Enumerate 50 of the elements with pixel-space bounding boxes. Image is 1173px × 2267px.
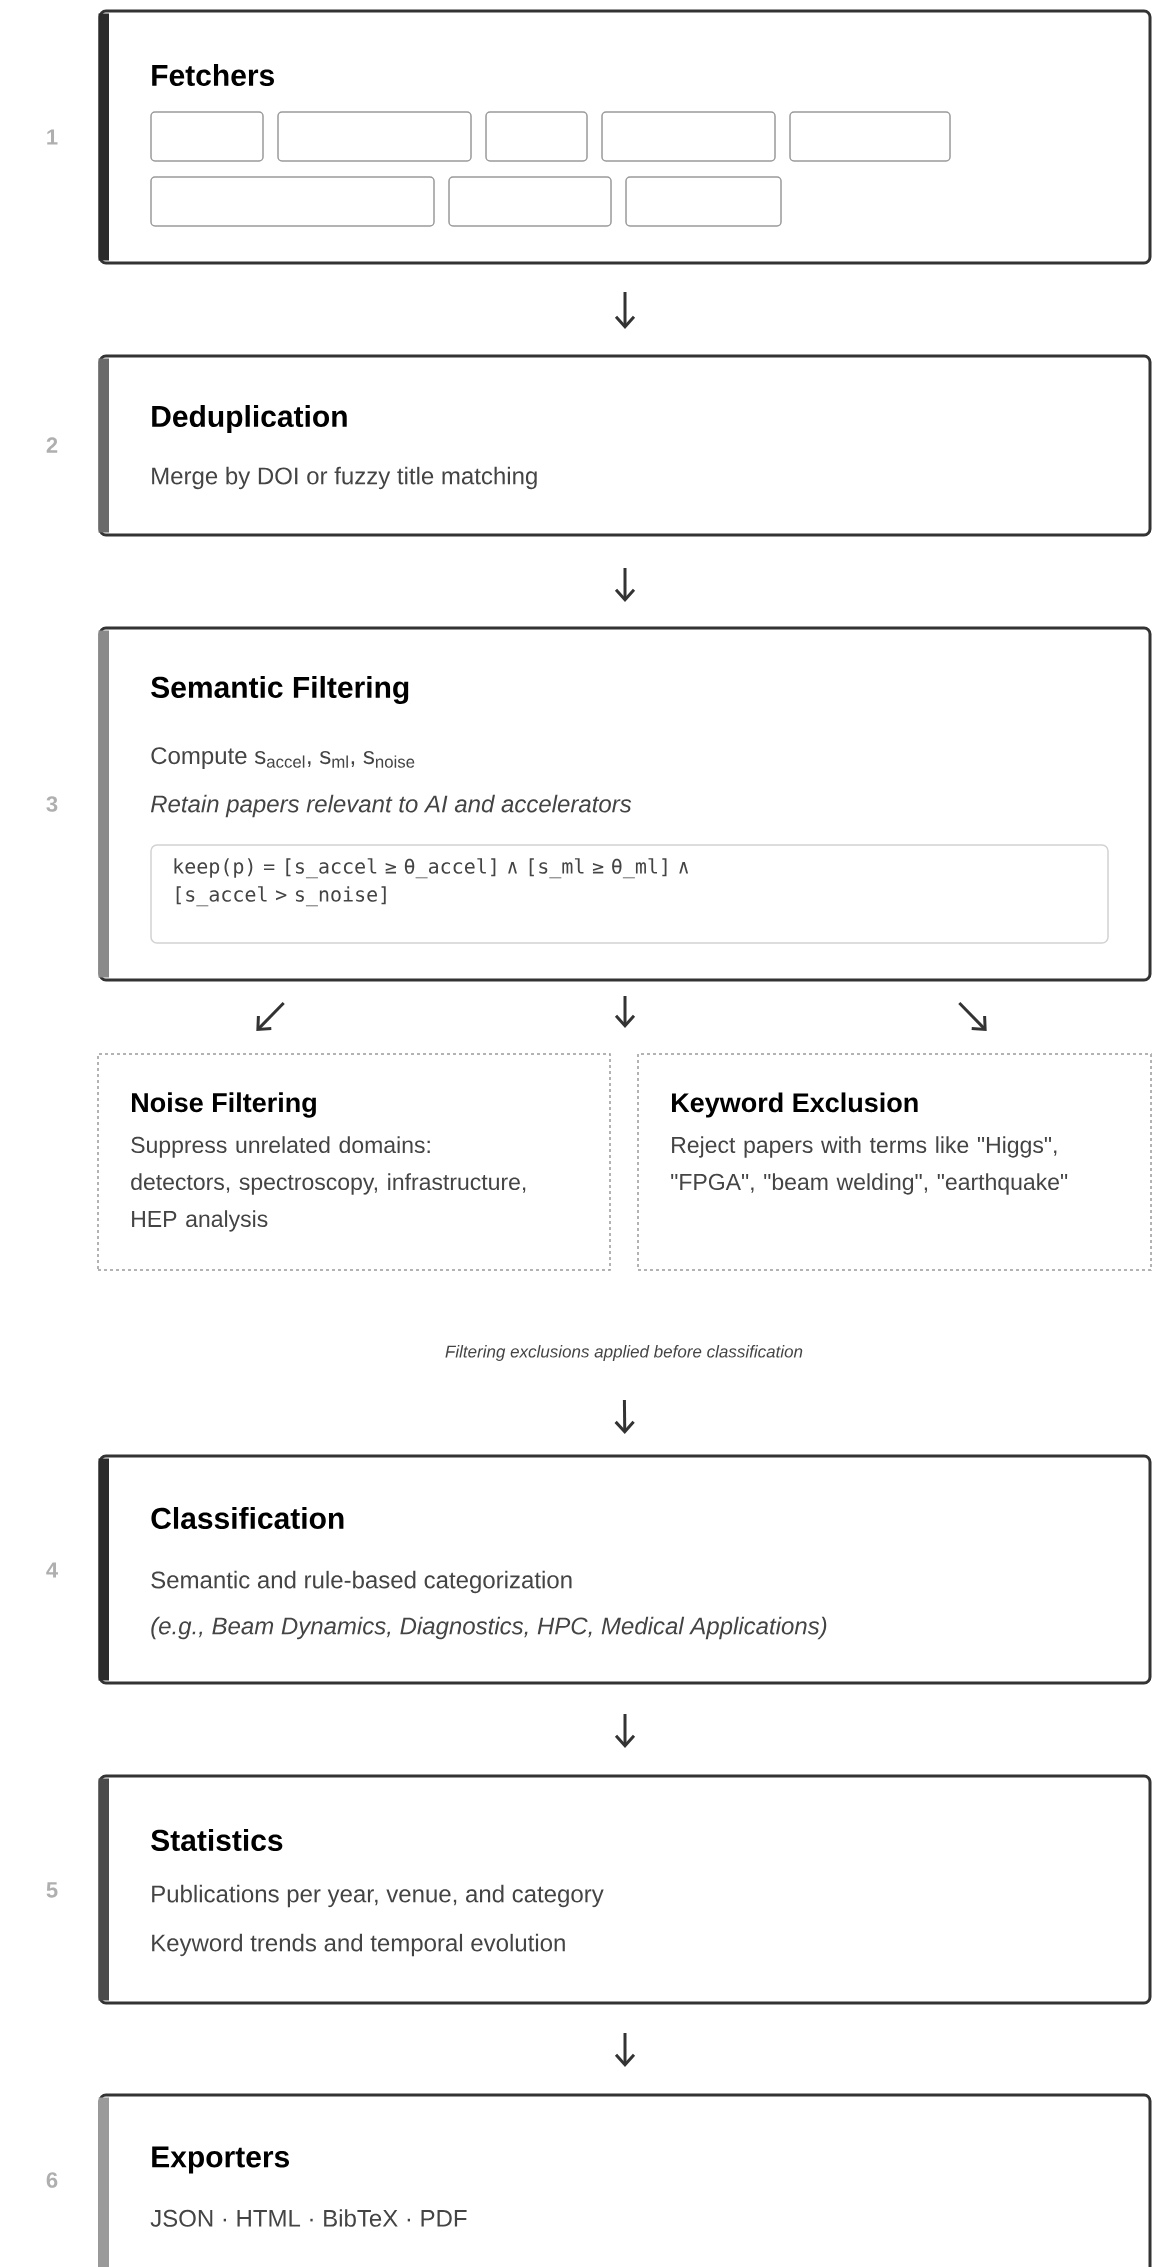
stage-description: Compute s$_{accel}$, s$_{ml}$, s$_{noise}$ (151, 747, 415, 769)
stage-description: Retain papers relevant to AI and accelerators (150, 794, 632, 818)
filter-box (637, 1053, 1152, 1271)
box-title: Noise Filtering (132, 1092, 316, 1118)
tag-box (625, 176, 782, 227)
stage-description: (e.g., Beam Dynamics, Diagnostics, HPC, Medical Applications) (151, 1616, 827, 1640)
tag-box (150, 111, 264, 162)
stage-description: Semantic and rule-based categorization (151, 1570, 572, 1594)
box-description: Suppress unrelated domains: detectors, spectroscopy, infrastructure, HEP analysis (131, 1136, 526, 1232)
arrow (614, 1399, 635, 1435)
stage-description: Publications per year, venue, and category (152, 1884, 604, 1908)
stage-title: Fetchers (152, 64, 274, 86)
box-title: Keyword Exclusion (672, 1092, 918, 1118)
filter-box (97, 1053, 611, 1271)
arrow (614, 568, 636, 602)
code-box: keep(p) = [s_accel ≥ θ_accel] ∧ [s_ml ≥ θ_ml] ∧ [s_accel > s_noise] (150, 844, 1109, 944)
stage-title: Deduplication (152, 405, 347, 433)
arrow (614, 1714, 636, 1749)
stage-description: JSON · HTML · BibTeX · PDF (150, 2209, 467, 2227)
note-text: Filtering exclusions applied before classification (445, 1345, 803, 1361)
arrow (614, 292, 636, 329)
arrow (614, 2033, 636, 2068)
tag-box (277, 111, 472, 162)
stage-title: Statistics (151, 1829, 283, 1852)
stage-title: Exporters (152, 2146, 289, 2174)
arrow (256, 1001, 285, 1032)
stage-box (98, 1774, 1152, 2005)
stage-description: Merge by DOI or fuzzy title matching (152, 466, 537, 490)
step-number: 4 (46, 1562, 58, 1578)
tag-box (485, 111, 588, 162)
stage-box (98, 2093, 1152, 2267)
stage-box (98, 9, 1152, 265)
tag-box (150, 176, 435, 227)
tag-box (448, 176, 612, 227)
arrow (614, 996, 636, 1028)
arrow (958, 1001, 987, 1032)
step-number: 5 (46, 1882, 58, 1898)
stage-box (98, 1454, 1152, 1685)
stage-box (98, 354, 1152, 537)
step-number: 2 (46, 437, 58, 453)
tag-box (789, 111, 951, 162)
stage-box (98, 626, 1152, 982)
step-number: 1 (47, 129, 58, 145)
step-number: 6 (46, 2172, 58, 2188)
tag-box (601, 111, 776, 162)
stage-title: Semantic Filtering (151, 675, 409, 705)
stage-title: Classification (151, 1507, 344, 1530)
stage-description: Keyword trends and temporal evolution (152, 1933, 565, 1957)
step-number: 3 (46, 796, 58, 812)
box-description: Reject papers with terms like "Higgs", "FPGA", "beam welding", "earthquake" (671, 1136, 1068, 1195)
